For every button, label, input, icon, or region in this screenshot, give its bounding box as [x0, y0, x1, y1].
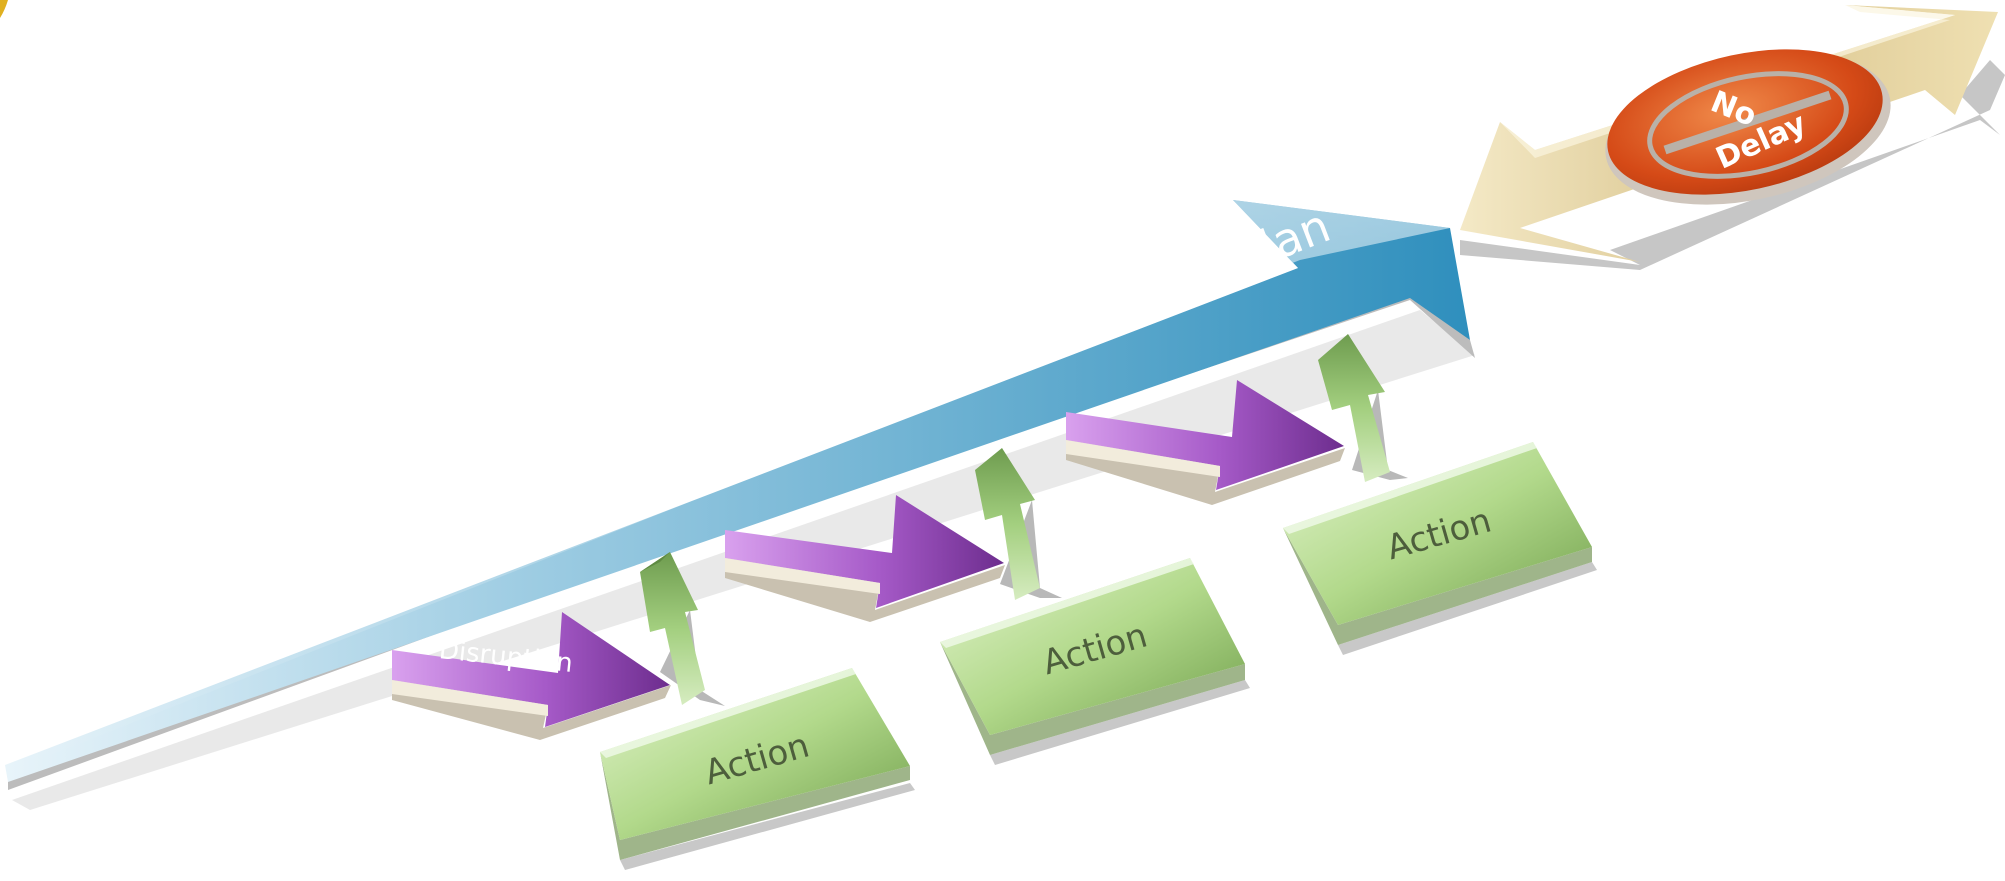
disruption-arrow-3	[1066, 380, 1345, 505]
action-box-1: Action	[600, 668, 915, 870]
action-arrow-1	[640, 552, 725, 706]
corner-accent	[0, 0, 8, 18]
action-arrow-2	[975, 448, 1062, 600]
action-box-2: Action	[940, 558, 1250, 765]
no-delay-badge: No Delay	[1605, 49, 1891, 205]
action-box-3: Action	[1283, 442, 1597, 655]
action-arrow-3	[1318, 334, 1408, 482]
disruption-arrow-2	[725, 495, 1005, 622]
